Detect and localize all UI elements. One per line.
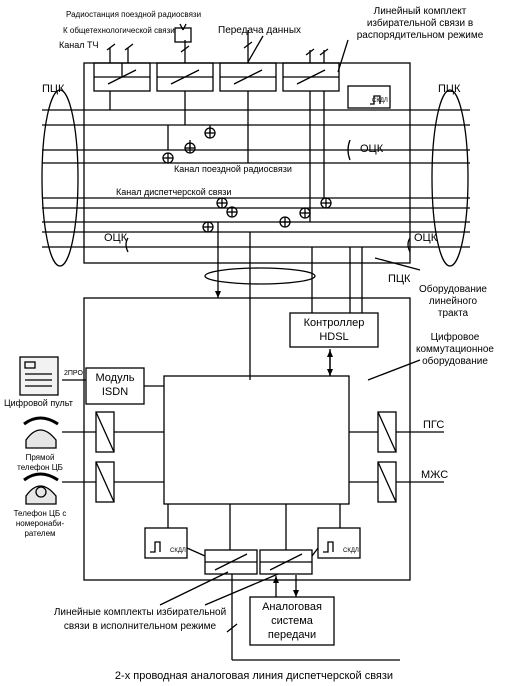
digital-switch-block: [83, 297, 411, 581]
data-transfer-label: Передача данных: [218, 25, 301, 36]
pck-label-left: ПЦК: [42, 83, 65, 95]
hdsl-label-2: HDSL: [319, 331, 348, 343]
analog-system-label-3: передачи: [268, 629, 316, 641]
skdl-left-label: СКДЛ: [170, 548, 186, 554]
ock-label-left: ОЦК: [104, 232, 128, 244]
analog-system-label-1: Аналоговая: [262, 601, 322, 613]
direct-phone-icon: [23, 416, 59, 449]
pck-label-right: ПЦК: [438, 83, 461, 95]
isdn-label-1: Модуль: [96, 372, 135, 384]
pck-label-bottom: ПЦК: [388, 273, 411, 285]
skdl-box-right: [317, 527, 361, 559]
line-kit-exec-label-1: Линейные комплекты избирательной: [54, 606, 226, 618]
skdl-box-left: [144, 527, 188, 559]
line-kit-dispatch-label-3: распорядительном режиме: [357, 30, 484, 41]
line-kit-exec-label-2: связи в исполнительном режиме: [64, 621, 217, 632]
two-wire-small-label: 2ПРО: [64, 370, 83, 377]
dial-phone-icon: [23, 472, 59, 505]
line-equipment-label-2: линейного: [429, 296, 478, 307]
general-link-label: К общетехнологической связи: [63, 26, 175, 35]
skdl-right-label: СКДЛ: [343, 548, 359, 554]
radio-link-label: Радиостанция поездной радиосвязи: [66, 10, 201, 19]
digital-switch-label-2: коммутационное: [416, 344, 494, 355]
skdl-box-upper: [347, 85, 391, 109]
train-radio-channel-label: Канал поездной радиосвязи: [174, 164, 292, 174]
line-kit-dispatch-label-2: избирательной связи в: [367, 17, 473, 29]
hdsl-controller: [289, 312, 379, 348]
line-equipment-label-3: тракта: [438, 308, 469, 319]
dial-phone-label-1: Телефон ЦБ с: [14, 509, 67, 518]
dial-phone-label-2: номеронаби-: [16, 519, 65, 528]
digital-switch-label-3: оборудование: [422, 355, 488, 367]
ock-label-middle: ОЦК: [360, 143, 384, 155]
dial-phone-label-3: рателем: [24, 529, 55, 538]
digital-console-label: Цифровой пульт: [4, 398, 73, 408]
dispatch-channel-label: Канал диспетчерской связи: [116, 187, 231, 197]
caption: 2-х проводная аналоговая линия диспетчер…: [115, 670, 393, 682]
direct-phone-label-1: Прямой: [26, 453, 55, 462]
line-kit-dispatch-label-1: Линейный комплект: [374, 6, 467, 17]
analog-system-label-2: система: [271, 615, 314, 627]
skdl-upper-label: СКДЛ: [372, 98, 388, 104]
line-equipment-label-1: Оборудование: [419, 283, 487, 295]
pgs-label: ПГС: [423, 419, 444, 431]
mzhs-label: МЖС: [421, 469, 448, 481]
isdn-label-2: ISDN: [102, 386, 128, 398]
tch-channel-label: Канал ТЧ: [59, 40, 98, 50]
analog-transmission-system: [249, 596, 335, 646]
digital-console-icon: [19, 356, 59, 396]
switch-core: [163, 375, 350, 505]
ock-label-right: ОЦК: [414, 232, 438, 244]
antenna-icon: [174, 27, 192, 43]
digital-switch-label-1: Цифровое: [431, 331, 480, 343]
hdsl-label-1: Контроллер: [304, 317, 365, 329]
direct-phone-label-2: телефон ЦБ: [17, 463, 63, 472]
